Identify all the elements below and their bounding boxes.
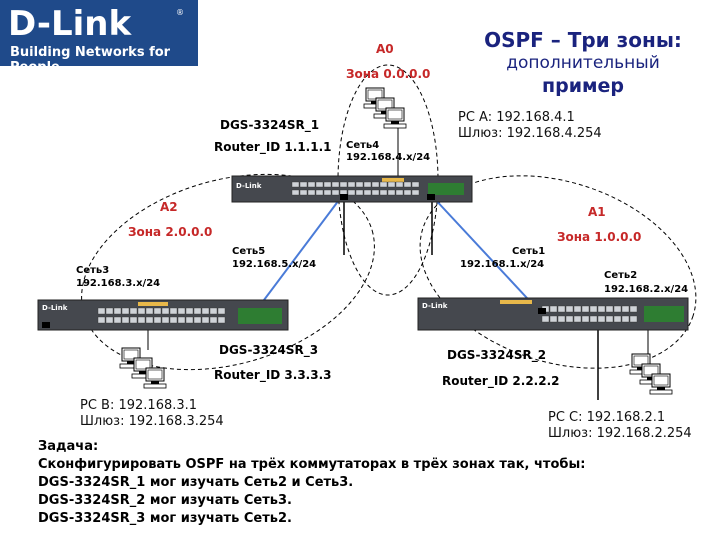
area-a1-zone: Зона 1.0.0.0 [557,230,641,244]
net1-name: Сеть1 [512,246,545,257]
task-line: DGS-3324SR_2 мог изучать Сеть3. [38,492,585,510]
net4-name: Сеть4 [346,140,379,151]
area-a2-zone: Зона 2.0.0.0 [128,225,212,239]
net2-name: Сеть2 [604,270,637,281]
pc-c-icon [630,354,672,394]
pc-b-ip: PC B: 192.168.3.1 [80,398,224,414]
net4-subnet: 192.168.4.x/24 [346,152,430,163]
switch-1-router-id: Router_ID 1.1.1.1 [214,140,332,154]
net5-subnet: 192.168.5.x/24 [232,259,316,270]
net5-name: Сеть5 [232,246,265,257]
svg-text:D-Link: D-Link [422,302,448,310]
pc-a-ip: PC A: 192.168.4.1 [458,110,602,126]
svg-text:D-Link: D-Link [236,182,262,190]
switch-1-name: DGS-3324SR_1 [220,118,319,132]
task-heading: Задача: [38,438,585,456]
pc-b-gateway: Шлюз: 192.168.3.254 [80,414,224,430]
area-a2-name: A2 [160,200,178,214]
switch-3-name: DGS-3324SR_3 [219,343,318,357]
switch-2-name: DGS-3324SR_2 [447,348,546,362]
switch-2-icon: D-Link [418,298,688,330]
net3-subnet: 192.168.3.x/24 [76,278,160,289]
pc-a-gateway: Шлюз: 192.168.4.254 [458,126,602,142]
net2-subnet: 192.168.2.x/24 [604,284,688,295]
switch-3-router-id: Router_ID 3.3.3.3 [214,368,332,382]
area-a0-name: A0 [376,42,394,56]
task-description: Задача: Сконфигурировать OSPF на трёх ко… [38,438,585,528]
area-a0-zone: Зона 0.0.0.0 [346,67,430,81]
switch-1-icon: D-Link [232,176,472,202]
switch-3-icon: D-Link [38,300,288,330]
pc-a-label: PC A: 192.168.4.1 Шлюз: 192.168.4.254 [458,110,602,142]
net1-subnet: 192.168.1.x/24 [460,259,544,270]
net5-link [255,196,342,312]
area-a1-name: A1 [588,205,606,219]
pc-b-icon [120,348,166,388]
task-line: Сконфигурировать OSPF на трёх коммутатор… [38,456,585,474]
svg-text:D-Link: D-Link [42,304,68,312]
pc-c-ip: PC C: 192.168.2.1 [548,410,692,426]
pc-b-label: PC B: 192.168.3.1 Шлюз: 192.168.3.254 [80,398,224,430]
net3-name: Сеть3 [76,265,109,276]
switch-2-router-id: Router_ID 2.2.2.2 [442,374,560,388]
task-line: DGS-3324SR_3 мог изучать Сеть2. [38,510,585,528]
task-line: DGS-3324SR_1 мог изучать Сеть2 и Сеть3. [38,474,585,492]
pc-a-icon [364,88,406,128]
